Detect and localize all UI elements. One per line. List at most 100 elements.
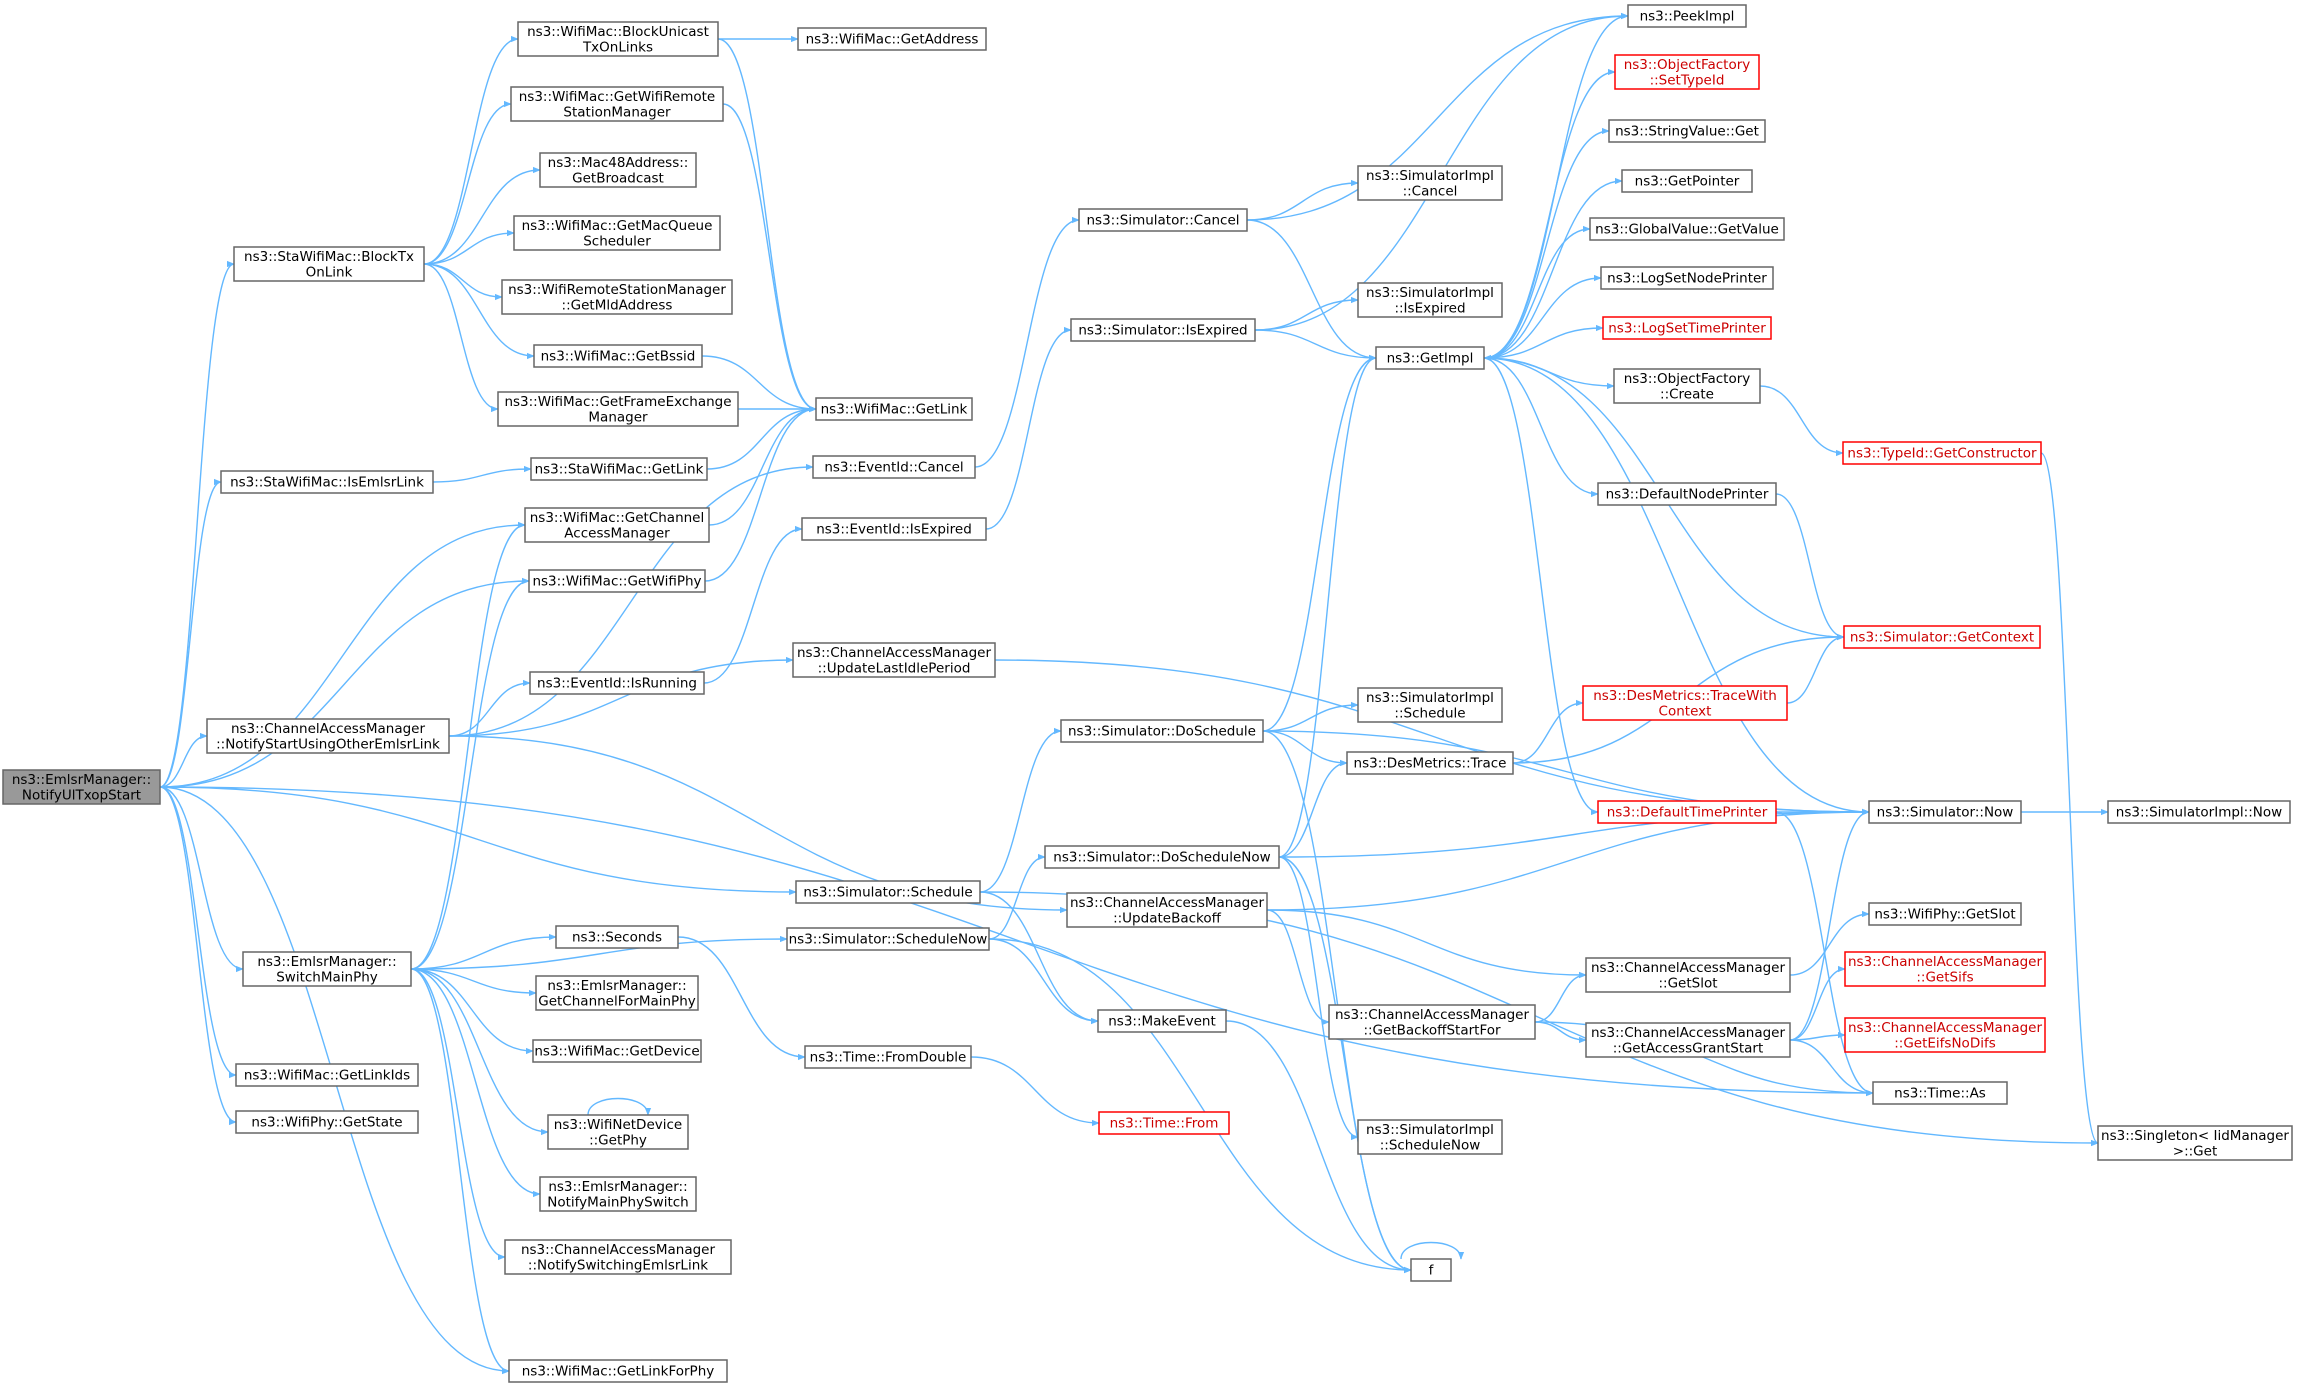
node-logsetnode[interactable]: ns3::LogSetNodePrinter [1600, 266, 1774, 290]
node-box [1843, 625, 2041, 649]
edge-sim-doschedule-to-getimpl [1262, 354, 1377, 732]
node-box [1066, 892, 1268, 928]
node-mac48[interactable]: ns3::Mac48Address::GetBroadcast [539, 152, 697, 188]
node-f[interactable]: f [1410, 1258, 1452, 1282]
node-ev-expired[interactable]: ns3::EventId::IsExpired [801, 517, 987, 541]
node-sim-now[interactable]: ns3::Simulator::Now [1868, 800, 2022, 824]
node-seconds[interactable]: ns3::Seconds [555, 925, 679, 949]
node-label: ::GetMldAddress [562, 297, 673, 313]
node-box [797, 27, 987, 51]
node-sim-schednow[interactable]: ns3::Simulator::ScheduleNow [786, 927, 990, 951]
edge-root-to-em-switch [159, 786, 244, 973]
edge-sta-isemlsr-to-sta-getlink [432, 465, 532, 483]
node-cam-backoffstart[interactable]: ns3::ChannelAccessManager::GetBackoffSta… [1328, 1004, 1536, 1040]
node-logsettime[interactable]: ns3::LogSetTimePrinter [1602, 316, 1772, 340]
edge-em-switch-to-seconds [410, 933, 557, 970]
node-label: ns3::WifiMac::BlockUnicast [527, 24, 709, 40]
node-simimpl-schednow[interactable]: ns3::SimulatorImpl::ScheduleNow [1357, 1119, 1503, 1155]
node-defnodeprinter[interactable]: ns3::DefaultNodePrinter [1597, 482, 1777, 506]
node-label: ns3::EmlsrManager:: [547, 978, 686, 994]
node-box [539, 1176, 697, 1212]
edge-defnodeprinter-to-sim-context [1775, 493, 1845, 641]
node-strval[interactable]: ns3::StringValue::Get [1608, 119, 1766, 143]
node-root[interactable]: ns3::EmlsrManager::NotifyUlTxopStart [2, 769, 161, 805]
node-gv-getvalue[interactable]: ns3::GlobalValue::GetValue [1589, 217, 1785, 241]
node-label: ns3::ObjectFactory [1624, 57, 1751, 73]
node-em-getchan[interactable]: ns3::EmlsrManager::GetChannelForMainPhy [535, 975, 699, 1011]
node-sim-doschedule[interactable]: ns3::Simulator::DoSchedule [1060, 719, 1264, 743]
node-sim-isexpired[interactable]: ns3::Simulator::IsExpired [1070, 318, 1256, 342]
node-cam-grantstart[interactable]: ns3::ChannelAccessManager::GetAccessGran… [1585, 1022, 1791, 1058]
node-sim-schedule[interactable]: ns3::Simulator::Schedule [795, 880, 981, 904]
node-em-notifymain[interactable]: ns3::EmlsrManager::NotifyMainPhySwitch [539, 1176, 697, 1212]
node-box [508, 1359, 728, 1383]
node-label: ns3::WifiMac::GetFrameExchange [504, 394, 731, 410]
node-wrsm-mld[interactable]: ns3::WifiRemoteStationManager::GetMldAdd… [501, 279, 733, 315]
node-typeid-ctor[interactable]: ns3::TypeId::GetConstructor [1842, 441, 2042, 465]
node-cam-getsifs[interactable]: ns3::ChannelAccessManager::GetSifs [1844, 951, 2046, 987]
node-cam-lastidle[interactable]: ns3::ChannelAccessManager::UpdateLastIdl… [792, 642, 996, 678]
node-label: ::UpdateBackoff [1113, 910, 1222, 926]
node-time-from[interactable]: ns3::Time::From [1098, 1111, 1230, 1135]
node-simimpl-cancel[interactable]: ns3::SimulatorImpl::Cancel [1357, 165, 1503, 201]
node-cam-updbackoff[interactable]: ns3::ChannelAccessManager::UpdateBackoff [1066, 892, 1268, 928]
node-sim-doschednow[interactable]: ns3::Simulator::DoScheduleNow [1044, 845, 1280, 869]
node-sim-cancel[interactable]: ns3::Simulator::Cancel [1078, 208, 1248, 232]
node-label: StationManager [563, 104, 671, 120]
node-wm-getaddr[interactable]: ns3::WifiMac::GetAddress [797, 27, 987, 51]
node-box [1078, 208, 1248, 232]
node-label: GetChannelForMainPhy [538, 993, 696, 1009]
node-wm-getremote[interactable]: ns3::WifiMac::GetWifiRemoteStationManage… [510, 86, 724, 122]
node-sta-getlink[interactable]: ns3::StaWifiMac::GetLink [530, 457, 708, 481]
node-em-switch[interactable]: ns3::EmlsrManager::SwitchMainPhy [242, 951, 412, 987]
node-cam-geteifs[interactable]: ns3::ChannelAccessManager::GetEifsNoDifs [1844, 1017, 2046, 1053]
node-wm-getlinkids[interactable]: ns3::WifiMac::GetLinkIds [235, 1063, 419, 1087]
node-singleton[interactable]: ns3::Singleton< IidManager>::Get [2097, 1125, 2293, 1161]
edge-sim-cancel-to-simimpl-cancel [1246, 179, 1359, 221]
node-simimpl-sched[interactable]: ns3::SimulatorImpl::Schedule [1357, 687, 1503, 723]
node-ev-running[interactable]: ns3::EventId::IsRunning [529, 671, 705, 695]
node-of-settype[interactable]: ns3::ObjectFactory::SetTypeId [1614, 54, 1760, 90]
node-cam-notify[interactable]: ns3::ChannelAccessManager::NotifyStartUs… [206, 718, 450, 754]
node-sta-isemlsr[interactable]: ns3::StaWifiMac::IsEmlsrLink [220, 470, 434, 494]
node-box [532, 1039, 702, 1063]
node-wm-getlinkforphy[interactable]: ns3::WifiMac::GetLinkForPhy [508, 1359, 728, 1383]
node-time-fromdouble[interactable]: ns3::Time::FromDouble [804, 1045, 972, 1069]
edge-root-to-sta-block [159, 260, 235, 788]
node-label: SwitchMainPhy [276, 969, 378, 985]
node-getpointer[interactable]: ns3::GetPointer [1621, 169, 1753, 193]
node-time-as[interactable]: ns3::Time::As [1872, 1081, 2008, 1105]
node-sim-context[interactable]: ns3::Simulator::GetContext [1843, 625, 2041, 649]
node-cam-getslot[interactable]: ns3::ChannelAccessManager::GetSlot [1585, 957, 1791, 993]
node-box [547, 1114, 689, 1150]
edge-f-to-f [1400, 1241, 1465, 1260]
node-cam-notifyswitch[interactable]: ns3::ChannelAccessManager::NotifySwitchi… [504, 1239, 732, 1275]
node-wm-getlink[interactable]: ns3::WifiMac::GetLink [815, 397, 973, 421]
node-simimpl-now[interactable]: ns3::SimulatorImpl::Now [2107, 800, 2291, 824]
node-getimpl[interactable]: ns3::GetImpl [1375, 346, 1485, 370]
node-of-create[interactable]: ns3::ObjectFactory::Create [1613, 368, 1761, 404]
edge-sim-doschednow-to-simimpl-schednow [1278, 856, 1359, 1141]
node-wm-getdevice[interactable]: ns3::WifiMac::GetDevice [532, 1039, 702, 1063]
edge-root-to-cam-notify [159, 732, 208, 788]
node-wm-getbssid[interactable]: ns3::WifiMac::GetBssid [533, 344, 703, 368]
node-makeevent[interactable]: ns3::MakeEvent [1097, 1009, 1227, 1033]
node-wm-getphy[interactable]: ns3::WifiMac::GetWifiPhy [528, 569, 706, 593]
edge-sim-doschednow-to-f [1278, 856, 1412, 1274]
node-phy-getslot[interactable]: ns3::WifiPhy::GetSlot [1868, 902, 2022, 926]
node-box [1614, 54, 1760, 90]
edge-sim-doschedule-to-f [1262, 730, 1412, 1274]
node-ev-cancel[interactable]: ns3::EventId::Cancel [812, 455, 976, 479]
node-phy-getstate[interactable]: ns3::WifiPhy::GetState [235, 1110, 419, 1134]
node-simimpl-isexp[interactable]: ns3::SimulatorImpl::IsExpired [1357, 282, 1503, 318]
node-deftimeprinter[interactable]: ns3::DefaultTimePrinter [1597, 800, 1777, 824]
node-wnd-getphy[interactable]: ns3::WifiNetDevice::GetPhy [547, 1114, 689, 1150]
node-desm-trace[interactable]: ns3::DesMetrics::Trace [1346, 751, 1514, 775]
node-peekimpl[interactable]: ns3::PeekImpl [1627, 4, 1747, 28]
